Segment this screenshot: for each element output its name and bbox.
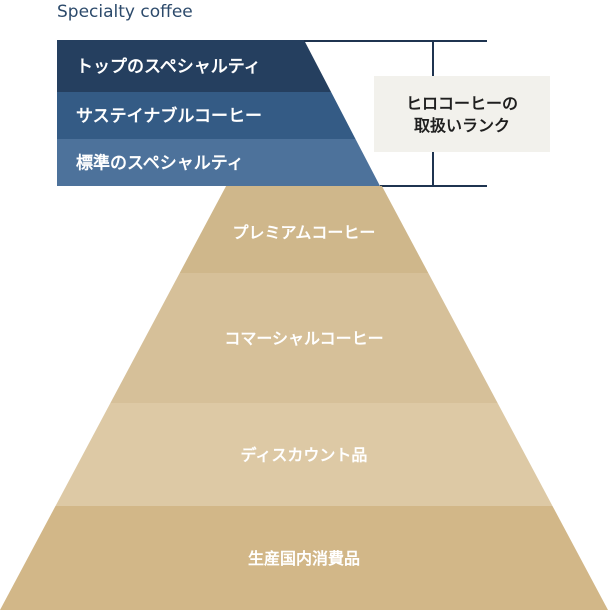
tier-standard-specialty-band	[57, 139, 380, 186]
specialty-tier-group: トップのスペシャルティ サステイナブルコーヒー 標準のスペシャルティ	[57, 40, 380, 186]
tier-premium-band	[179, 186, 429, 273]
tier-discount-label: ディスカウント品	[241, 446, 368, 465]
tier-premium-label: プレミアムコーヒー	[233, 223, 376, 242]
rank-bracket: ヒロコーヒーの 取扱いランク	[304, 40, 550, 187]
tier-standard-specialty-label: 標準のスペシャルティ	[76, 153, 244, 174]
callout-box	[374, 76, 550, 152]
tier-top-specialty-band	[57, 40, 332, 92]
callout-line-2: 取扱いランク	[414, 116, 510, 135]
tier-domestic-band	[0, 506, 608, 610]
tier-domestic-label: 生産国内消費品	[248, 549, 360, 568]
tier-top-specialty-label: トップのスペシャルティ	[76, 56, 261, 77]
commodity-tier-group: プレミアムコーヒー コマーシャルコーヒー ディスカウント品 生産国内消費品	[0, 186, 608, 610]
tier-discount-band	[55, 403, 553, 506]
tier-commercial-label: コマーシャルコーヒー	[224, 329, 383, 348]
tier-commercial-band	[110, 273, 498, 403]
diagram-heading: Specialty coffee	[57, 2, 193, 22]
callout-line-1: ヒロコーヒーの	[406, 94, 518, 113]
tier-sustainable-label: サステイナブルコーヒー	[76, 106, 262, 127]
tier-sustainable-band	[57, 92, 356, 139]
